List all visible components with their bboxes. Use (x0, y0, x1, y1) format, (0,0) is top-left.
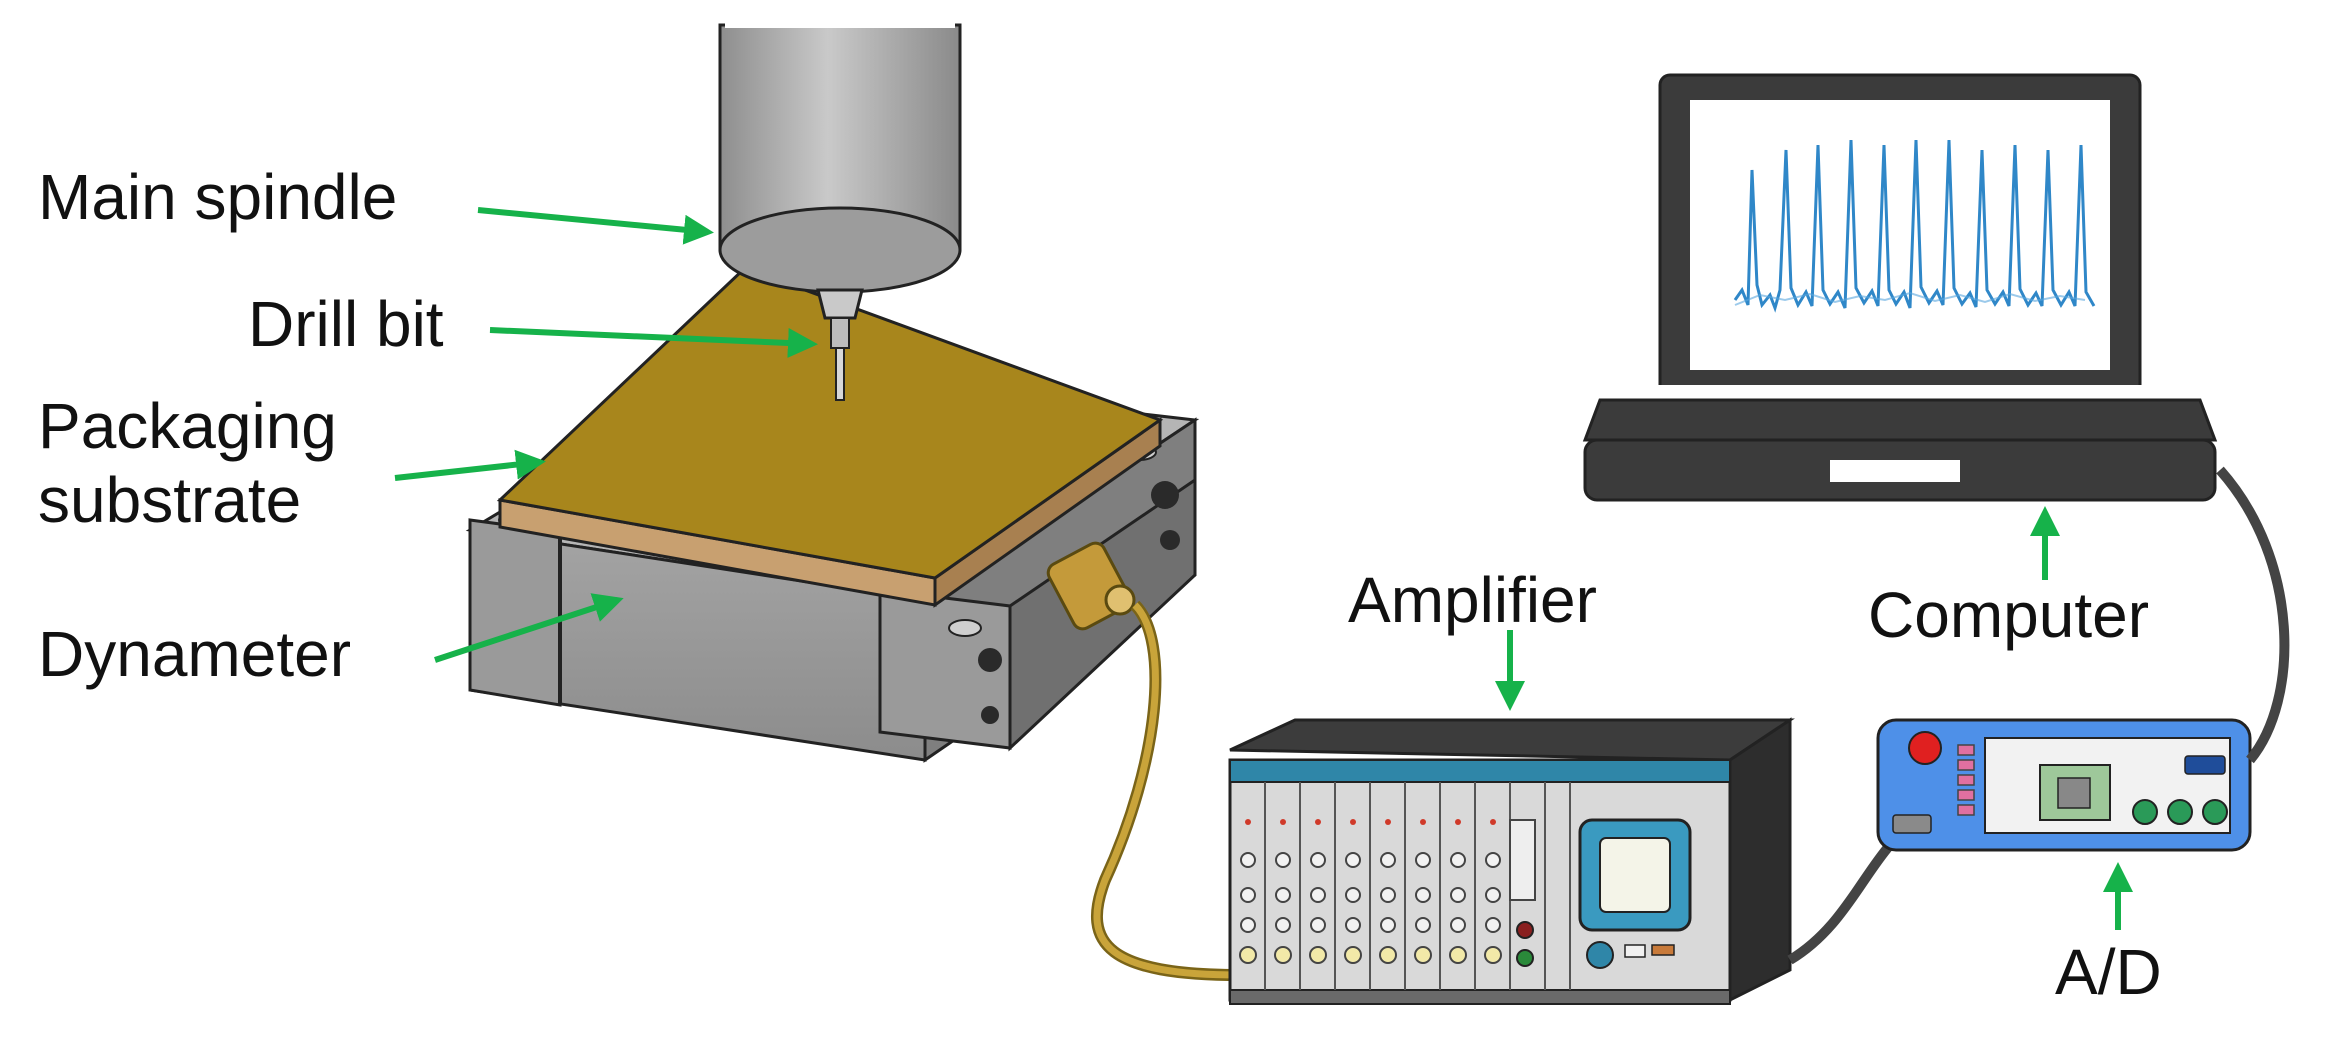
arrow-main-spindle (477, 207, 714, 245)
drill-bit (816, 288, 864, 401)
ad-converter (1876, 718, 2252, 852)
label-dynameter: Dynameter (38, 618, 351, 690)
arrow-drill-bit (489, 327, 818, 358)
label-amplifier: Amplifier (1348, 564, 1597, 636)
label-packaging-substrate-line2: substrate (38, 463, 302, 536)
cable-amplifier-to-ad (1787, 841, 1894, 965)
cable-ad-to-computer (2216, 466, 2290, 764)
amplifier (1228, 717, 1795, 1005)
arrow-dynameter (434, 593, 624, 663)
label-main-spindle: Main spindle (38, 161, 398, 233)
sensor-connector (1046, 541, 1136, 631)
label-packaging-substrate-line1: Packaging (38, 390, 337, 462)
arrow-packaging-substrate (394, 449, 546, 481)
force-signal-trace (1733, 139, 2096, 313)
label-computer: Computer (1868, 579, 2149, 651)
label-drill-bit: Drill bit (248, 288, 444, 360)
computer (1582, 73, 2218, 502)
label-packaging-substrate: Packaging substrate (38, 390, 337, 537)
label-ad: A/D (2055, 936, 2162, 1008)
packaging-substrate (496, 266, 1164, 608)
signal-cable-to-amplifier (1091, 600, 1241, 981)
pointer-arrows (394, 207, 2133, 930)
main-spindle (718, 20, 962, 294)
